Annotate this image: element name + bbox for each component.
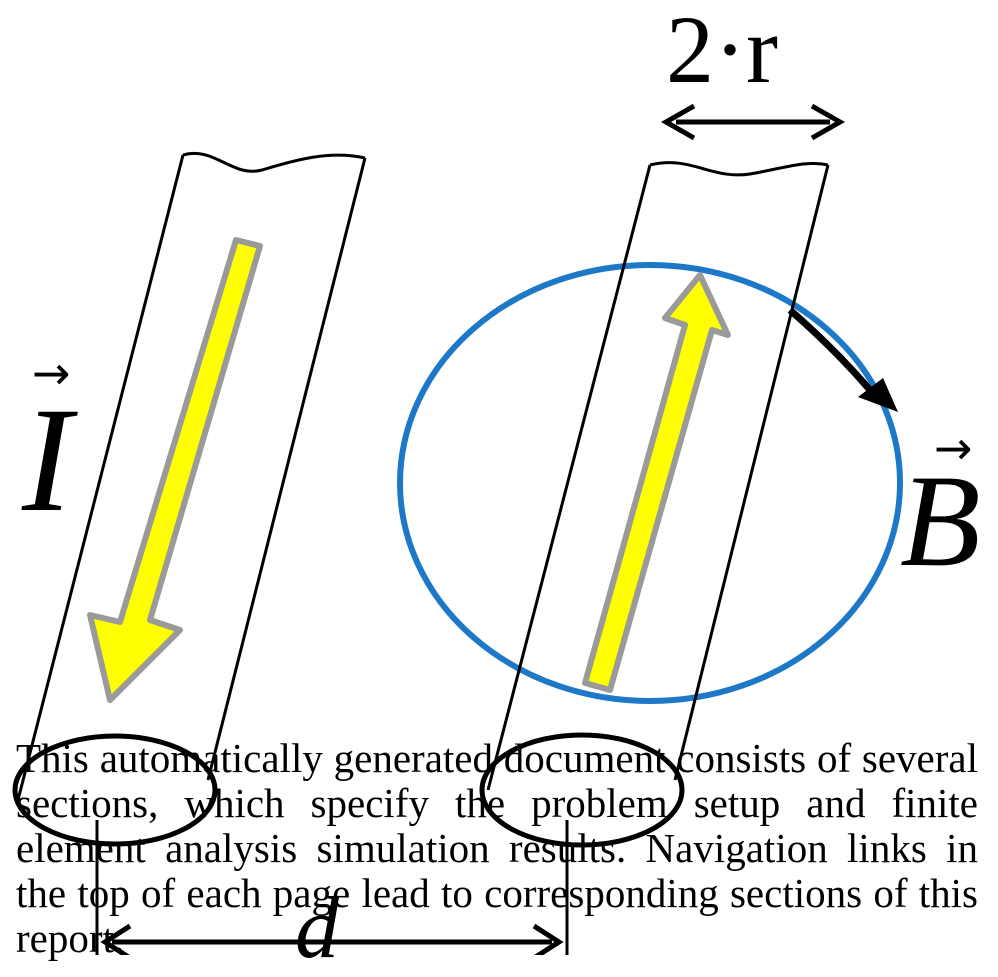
right-wire-end-circle [479,732,685,848]
left-wire-end-circle [12,733,218,847]
right-wire-wavy-top [649,161,829,177]
right-wire [479,161,830,848]
left-wire [12,152,367,847]
right-wire-edge-right [673,164,830,781]
left-wire-edge-right [206,157,367,781]
right-wire-edge-left [486,164,652,791]
left-wire-wavy-top [182,152,366,173]
parallel-wires-diagram [12,103,903,955]
right-current-arrow [582,272,731,693]
field-direction-arrow [787,307,898,412]
width-label: 2·r [666,0,778,103]
distance-dimension-arrow [95,820,569,955]
left-current-arrow [87,237,263,703]
current-vector-arrow: → [32,346,71,400]
field-vector-arrow: → [934,421,973,475]
current-label: I [22,377,72,543]
diagram-page: 2·r → I → B d This automatically generat… [12,0,981,973]
left-wire-edge-left [16,154,185,801]
field-label: B [900,447,981,594]
magnetic-field-loop [397,262,903,704]
width-dimension-arrow [660,103,846,141]
caption-text: This automatically generated document co… [16,735,978,961]
